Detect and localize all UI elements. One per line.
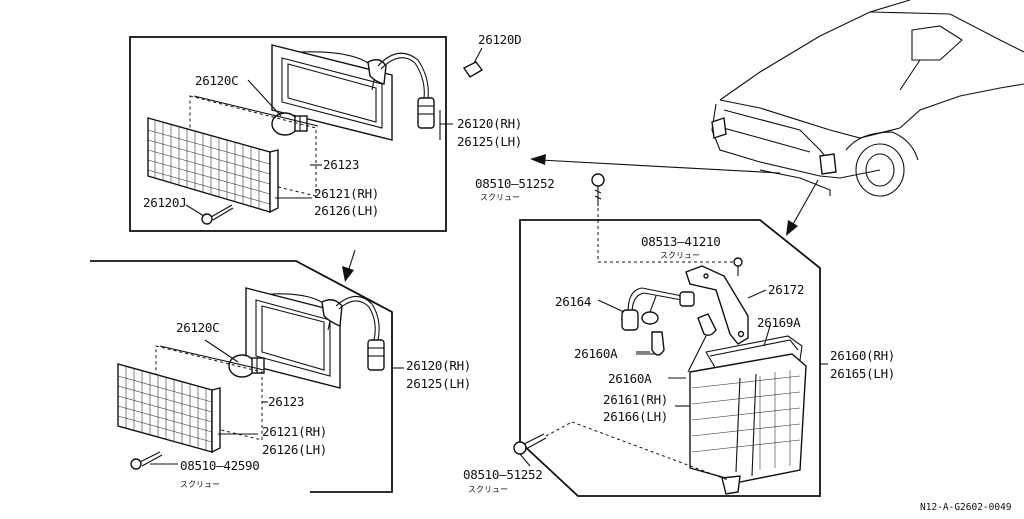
label-screw-right-code: 08510—51252	[463, 467, 542, 482]
label-26160a-2: 26160A	[608, 371, 652, 386]
label-26120c-bottom: 26120C	[176, 320, 219, 335]
label-26120j: 26120J	[143, 195, 186, 210]
wire-harness-26164	[621, 287, 695, 331]
label-26125-lh-top: 26125(LH)	[457, 134, 522, 149]
label-26160a-1: 26160A	[574, 346, 618, 361]
label-26120c-top: 26120C	[195, 73, 238, 88]
label-26123-bottom: 26123	[268, 394, 304, 409]
screw-08510-51252-upper: 08510—51252 スクリュー	[475, 173, 735, 263]
wire-harness-bottom	[335, 295, 380, 341]
label-26120-rh-bottom: 26120(RH)	[406, 358, 471, 373]
label-26126-lh-bottom: 26126(LH)	[262, 442, 327, 457]
label-screw-mid-sub: スクリュー	[660, 251, 700, 260]
label-26166-lh: 26166(LH)	[603, 409, 668, 424]
label-26161-rh: 26161(RH)	[603, 392, 668, 407]
label-26126-lh-top: 26126(LH)	[314, 203, 379, 218]
bulb-26160a-right	[687, 313, 717, 373]
label-26121-rh-bottom: 26121(RH)	[262, 424, 327, 439]
label-screw-mid-code: 08513—41210	[641, 234, 720, 249]
clip-26120d: 26120D	[462, 32, 522, 78]
bottom-assembly-frame	[90, 260, 393, 493]
label-26164: 26164	[555, 294, 591, 309]
label-26121-rh-top: 26121(RH)	[314, 186, 379, 201]
label-26123-top: 26123	[323, 157, 359, 172]
bracket-26172	[685, 265, 749, 345]
top-assembly-frame	[129, 36, 447, 232]
wire-harness-top-inner	[380, 57, 425, 99]
screw-08510-51252-lower	[513, 421, 729, 481]
lens-top	[147, 117, 279, 214]
lens-bottom	[117, 363, 221, 454]
label-26125-lh-bottom: 26125(LH)	[406, 376, 471, 391]
top-assembly-group: 26120C 26120(RH) 26125(LH) 26123 26121(R…	[129, 36, 522, 232]
label-screw-top-code: 08510—51252	[475, 176, 554, 191]
label-screw-top-sub: スクリュー	[480, 193, 520, 202]
right-assembly-group: 08513—41210 スクリュー	[463, 219, 895, 497]
label-screw-bottom-sub: スクリュー	[180, 480, 220, 489]
label-26169a: 26169A	[757, 315, 801, 330]
label-26165-lh: 26165(LH)	[830, 366, 895, 381]
label-screw-bottom-code: 08510—42590	[180, 458, 259, 473]
bottom-assembly-group: 26120C 26120(RH) 26125(LH) 26123 26121(R…	[90, 249, 471, 493]
wire-harness-top	[377, 52, 429, 99]
diagram-code: N12-A-G2602-0049	[920, 502, 1012, 513]
bulb-26160a-left	[636, 331, 665, 356]
pointer-arrow-top	[530, 154, 781, 174]
label-26120d: 26120D	[478, 32, 521, 47]
lens-26161	[689, 353, 807, 495]
label-screw-right-sub: スクリュー	[468, 485, 508, 494]
screw-26120j	[201, 204, 234, 225]
socket-bottom	[367, 339, 385, 371]
socket-top	[417, 97, 435, 129]
label-26160-rh: 26160(RH)	[830, 348, 895, 363]
screw-08510-42590	[130, 451, 178, 470]
lamp-housing-bottom	[245, 287, 343, 389]
screw-08513-41210: 08513—41210 スクリュー	[641, 234, 743, 276]
pointer-arrow-right	[786, 179, 819, 236]
car-illustration	[711, 0, 1024, 197]
label-26172: 26172	[768, 282, 804, 297]
label-26120-rh-top: 26120(RH)	[457, 116, 522, 131]
